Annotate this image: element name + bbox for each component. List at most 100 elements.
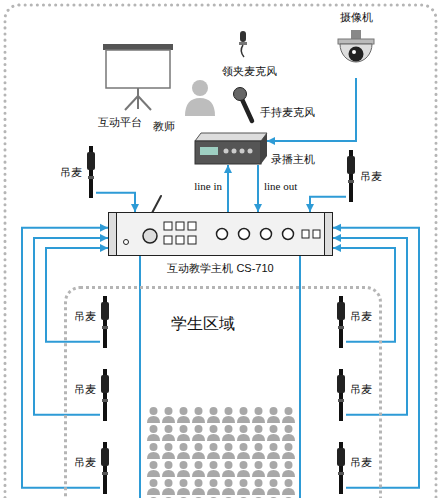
- icon-part: [217, 229, 228, 240]
- node-label: 吊麦: [360, 170, 382, 184]
- cable-connector: [34, 234, 108, 415]
- icon-part: [241, 97, 252, 121]
- signal-label: line in: [193, 180, 223, 193]
- signal-label: line out: [263, 180, 298, 193]
- node-label: 吊麦: [350, 310, 372, 324]
- cable-line: [139, 256, 141, 498]
- cable-line: [96, 193, 135, 212]
- node-label: 教师: [153, 120, 175, 134]
- node-label: 吊麦: [74, 310, 96, 324]
- icon-part: [337, 448, 345, 466]
- node-label: 录播主机: [271, 153, 315, 167]
- icon-part: [138, 96, 151, 110]
- icon-part: [125, 96, 138, 110]
- icon-part: [347, 156, 355, 174]
- icon-part: [349, 47, 364, 62]
- icon-part: [338, 472, 344, 475]
- screen-icon: [98, 42, 178, 112]
- dome-camera-icon: [335, 30, 377, 78]
- lavalier-mic-icon: [236, 30, 250, 58]
- recorder-device-icon: [195, 133, 267, 165]
- cable-line: [310, 197, 346, 212]
- icon-part: [338, 399, 344, 402]
- ceiling-mic-icon: [86, 146, 96, 198]
- icon-part: [261, 133, 267, 164]
- ceiling-mic: 吊麦: [100, 296, 110, 348]
- icon-part: [232, 149, 237, 154]
- icon-part: [102, 399, 108, 402]
- handheld-mic: 手持麦克风: [232, 86, 256, 124]
- icon-part: [234, 88, 247, 101]
- cable-line: [46, 248, 108, 342]
- student-region: 学生区域吊麦吊麦吊麦吊麦吊麦吊麦: [64, 286, 382, 498]
- icon-part: [188, 222, 196, 230]
- antenna: [152, 196, 161, 213]
- icon-part: [338, 39, 374, 44]
- outer-dotted-border: [5, 5, 436, 498]
- icon-part: [88, 176, 94, 179]
- icon-part: [240, 31, 246, 42]
- icon-part: [101, 375, 109, 393]
- icon-part: [185, 98, 215, 116]
- icon-part: [103, 44, 173, 50]
- ceiling-mic: 吊麦: [336, 442, 346, 494]
- node-label: 吊麦: [74, 383, 96, 397]
- handheld-mic-icon: [232, 86, 256, 124]
- icon-part: [325, 213, 333, 256]
- icon-part: [106, 50, 170, 88]
- lavalier-mic: 领夹麦克风: [236, 30, 250, 58]
- node-label: 吊麦: [350, 456, 372, 470]
- cable-connector: [333, 234, 407, 415]
- cable-line: [299, 256, 301, 498]
- icon-part: [239, 229, 250, 240]
- cable-connector: [254, 165, 262, 212]
- icon-part: [348, 180, 354, 183]
- icon-part: [176, 236, 184, 244]
- icon-part: [192, 80, 208, 96]
- arrow-head: [254, 204, 262, 212]
- arrow-head: [267, 137, 275, 145]
- ceiling-mic-icon: [336, 369, 346, 421]
- node-label: 摄像机: [340, 11, 373, 25]
- host-rack-icon: [108, 212, 333, 256]
- icon-part: [240, 149, 245, 154]
- arrow-head: [100, 244, 108, 252]
- arrow-head: [333, 244, 341, 252]
- arrow-head: [100, 234, 108, 242]
- icon-part: [164, 222, 172, 230]
- node-label: 吊麦: [60, 166, 82, 180]
- ceiling-mic-icon: [100, 442, 110, 494]
- teacher-figure: 教师: [183, 78, 217, 116]
- cable-connector: [306, 197, 346, 212]
- cable-line: [333, 248, 395, 342]
- icon-part: [200, 147, 218, 155]
- icon-part: [283, 229, 294, 240]
- ceiling-mic-icon: [336, 296, 346, 348]
- student-audience: [146, 406, 296, 498]
- ceiling-mic-icon: [100, 296, 110, 348]
- teacher-icon: [183, 78, 217, 116]
- ceiling-mic: 吊麦: [100, 369, 110, 421]
- cable-connector: [333, 224, 419, 488]
- node-label: 领夹麦克风: [222, 65, 277, 79]
- icon-part: [102, 326, 108, 329]
- node-label: 互动教学主机 CS-710: [167, 262, 273, 276]
- node-label: 学生区域: [171, 314, 235, 334]
- ceiling-mic: 吊麦: [346, 150, 356, 202]
- arrow-head: [333, 234, 341, 242]
- projection-screen: 互动平台: [98, 42, 178, 112]
- cable-line: [333, 238, 407, 415]
- arrow-head: [333, 224, 341, 232]
- ceiling-mic: 吊麦: [86, 146, 96, 198]
- icon-part: [101, 302, 109, 320]
- arrow-head: [306, 204, 314, 212]
- node-label: 手持麦克风: [260, 106, 315, 120]
- arrow-head: [100, 224, 108, 232]
- icon-part: [337, 302, 345, 320]
- icon-part: [195, 133, 267, 141]
- icon-part: [313, 230, 320, 238]
- dome-camera: 摄像机: [335, 30, 377, 78]
- icon-part: [143, 229, 157, 243]
- cable-connector: [224, 165, 232, 212]
